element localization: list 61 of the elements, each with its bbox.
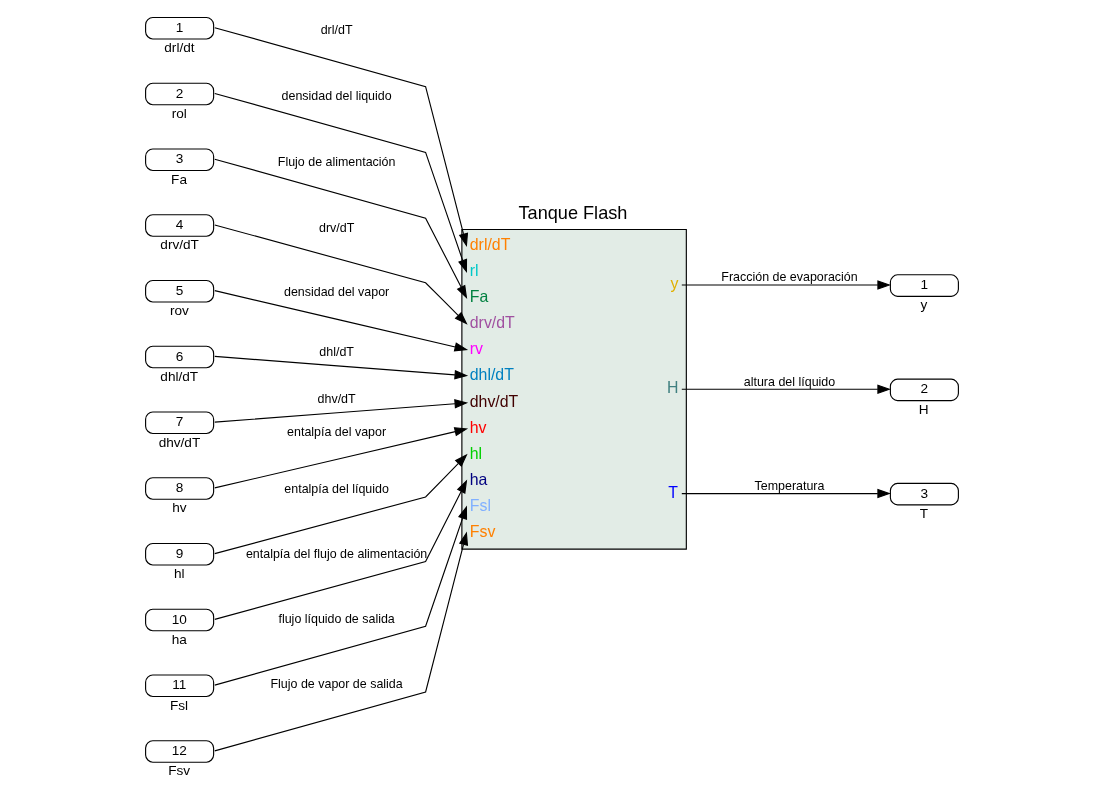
arrow bbox=[214, 531, 469, 752]
node-label: hv bbox=[172, 500, 187, 516]
edge-label: dhl/dT bbox=[319, 345, 354, 360]
node-label: ha bbox=[171, 631, 187, 647]
node-label: rov bbox=[169, 303, 189, 319]
edge-label: entalpía del líquido bbox=[284, 482, 389, 497]
node-label: dhv/dT bbox=[158, 434, 201, 450]
arrow bbox=[214, 290, 469, 352]
arrow bbox=[214, 355, 469, 380]
arrow bbox=[214, 453, 468, 555]
edge-label: Temperatura bbox=[754, 478, 825, 493]
node-label: H bbox=[918, 401, 929, 417]
edge-label: densidad del liquido bbox=[281, 89, 392, 103]
node-box: 2 bbox=[889, 378, 959, 402]
node-label: dhl/dT bbox=[160, 368, 199, 384]
node-box: 3 bbox=[145, 148, 215, 172]
node-label: drv/dT bbox=[160, 237, 199, 253]
node-box: 8 bbox=[145, 477, 215, 500]
node-label: Tanque Flash bbox=[518, 203, 628, 224]
node-label: T bbox=[919, 506, 929, 522]
edge-label: Flujo de vapor de salida bbox=[270, 677, 403, 692]
node-box: 1 bbox=[889, 274, 959, 297]
arrow bbox=[681, 488, 891, 499]
edge-label: entalpía del vapor bbox=[287, 424, 387, 439]
arrow bbox=[214, 399, 469, 423]
node-box: 12 bbox=[145, 740, 215, 763]
arrow bbox=[214, 427, 469, 489]
node-box: 7 bbox=[145, 411, 215, 435]
arrow bbox=[214, 92, 468, 273]
arrow bbox=[681, 280, 891, 290]
node-label: Fsl bbox=[169, 697, 189, 713]
node-box: 1 bbox=[145, 16, 215, 40]
edge-label: altura del líquido bbox=[743, 374, 836, 389]
edge-label: densidad del vapor bbox=[283, 285, 390, 300]
edge-label: Flujo de alimentación bbox=[277, 154, 396, 169]
edge-label: entalpía del flujo de alimentación bbox=[245, 546, 428, 561]
node-label: Fa bbox=[171, 171, 187, 187]
node-label: hl bbox=[173, 566, 185, 582]
arrow bbox=[681, 384, 891, 395]
node-box: 5 bbox=[145, 279, 215, 303]
arrow bbox=[214, 479, 468, 620]
node-label: y bbox=[920, 297, 928, 313]
edge-label: dhv/dT bbox=[317, 391, 356, 406]
node-box: 6 bbox=[145, 345, 215, 369]
edge-label: flujo líquido de salida bbox=[278, 611, 395, 626]
edge-label: Fracción de evaporación bbox=[721, 270, 858, 285]
edge-label: drl/dT bbox=[320, 23, 353, 38]
node-label: drl/dt bbox=[164, 40, 195, 56]
arrow bbox=[214, 158, 468, 299]
arrow bbox=[214, 27, 469, 247]
arrow bbox=[214, 505, 468, 686]
node-box: 10 bbox=[145, 608, 215, 632]
node-box: 9 bbox=[145, 542, 215, 566]
node-box: 3 bbox=[889, 482, 959, 506]
edge-label: drv/dT bbox=[318, 220, 355, 235]
node-box: 2 bbox=[145, 82, 215, 106]
node-label: rol bbox=[171, 105, 187, 121]
node-label: Fsv bbox=[168, 763, 191, 779]
node-box: 4 bbox=[145, 214, 215, 237]
arrow bbox=[214, 224, 468, 325]
node-box: 11 bbox=[145, 674, 215, 698]
